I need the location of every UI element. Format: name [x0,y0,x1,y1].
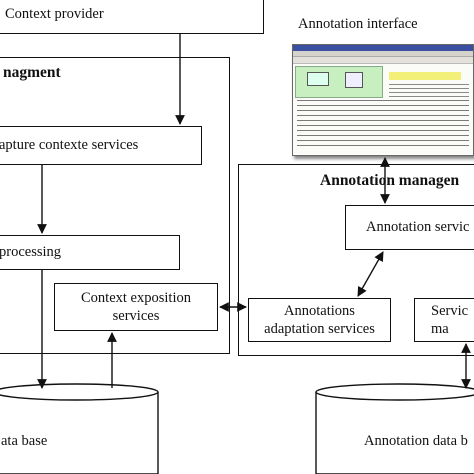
annotation-interface-screenshot [292,44,474,156]
screenshot-toolbar [293,57,473,64]
annotation-services-label: Annotation servic [366,219,470,236]
annotation-management-frame [238,164,474,356]
annotation-database-label: Annotation data b [364,433,468,449]
context-exposition-services-box: Context exposition services [54,283,218,331]
annotations-adaptation-services-label: Annotations adaptation services [264,302,375,337]
screenshot-content [293,64,473,154]
context-database-label: ata base [1,433,48,449]
screenshot-highlight [389,72,461,80]
annotation-services-box: Annotation servic [345,205,474,250]
annotations-adaptation-services-box: Annotations adaptation services [248,298,391,342]
screenshot-side-lines [389,84,469,98]
context-provider-box: Context provider [0,0,264,34]
context-management-frame [0,57,230,354]
context-management-title: nagment [3,64,61,81]
screenshot-image-b [345,72,363,88]
screenshot-menubar [293,51,473,57]
context-provider-label: Context provider [5,5,104,22]
capture-context-services-label: apture contexte services [0,137,139,154]
service-management-label: Servic ma [431,302,469,337]
context-exposition-services-label: Context exposition services [81,289,191,324]
service-management-box: Servic ma [414,298,474,342]
annotation-adaptation-arrow [357,251,384,297]
screenshot-titlebar [293,45,473,51]
capture-context-services-box: apture contexte services [0,126,202,165]
processing-label: processing [0,244,62,261]
screenshot-text-lines [297,100,469,150]
screenshot-image-a [307,72,329,86]
processing-box: processing [0,235,180,270]
annotation-interface-label: Annotation interface [298,16,418,32]
